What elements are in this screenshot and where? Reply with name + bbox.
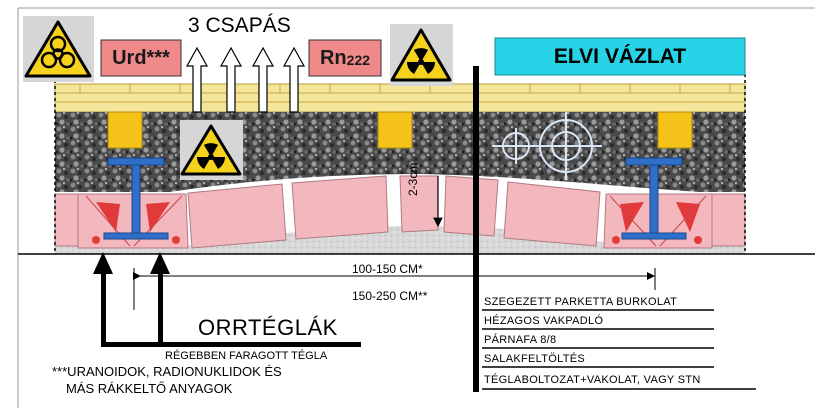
rn-label-num: 222 — [346, 52, 371, 68]
top-center-label: 3 CSAPÁS — [188, 14, 291, 37]
rn-box — [308, 39, 382, 77]
rn-label-main: Rn — [319, 46, 347, 69]
footnote-line2: MÁS RÁKKELTŐ ANYAGOK — [66, 381, 233, 396]
orrteglak-label: ORRTÉGLÁK — [198, 315, 338, 340]
steel-i-beam-right — [621, 157, 687, 240]
up-arrow-icon — [282, 46, 306, 113]
dimension-outer-label: 150-250 CM** — [352, 289, 428, 303]
urd-label: Urd*** — [112, 46, 170, 69]
pointer-arrow — [93, 252, 361, 347]
crosshair-icon — [492, 112, 602, 180]
radiation-icon — [180, 120, 243, 180]
gap-label: 2-3cm — [406, 162, 420, 196]
up-arrow-icon — [251, 46, 275, 113]
layer-label-vault: TÉGLABOLTOZAT+VAKOLAT, VAGY STN — [484, 373, 701, 386]
up-arrow-icon — [219, 46, 243, 113]
elvi-vazlat-box — [494, 37, 746, 76]
biohazard-icon — [23, 16, 94, 82]
sleeper-block — [377, 111, 413, 149]
up-arrow-icon — [185, 46, 209, 113]
urd-box — [100, 39, 182, 77]
layer-legend-lines — [482, 309, 756, 390]
dimension-inner-label: 100-150 CM* — [352, 262, 423, 276]
sleeper-block — [107, 111, 143, 149]
footnote-line1: ***URANOIDOK, RADIONUKLIDOK ÉS — [52, 364, 282, 379]
layer-label-sleeper: PÁRNAFA 8/8 — [484, 333, 557, 346]
sleeper-block — [657, 111, 693, 149]
radiation-icon — [390, 24, 453, 86]
regebben-label: RÉGEBBEN FARAGOTT TÉGLA — [165, 350, 328, 362]
steel-i-beam-left — [103, 157, 169, 240]
layer-label-subfloor: HÉZAGOS VAKPADLÓ — [484, 314, 604, 327]
layer-label-slag: SALAKFELTÖLTÉS — [484, 352, 585, 365]
nose-brick-detail-right — [609, 195, 707, 247]
parquet-joints — [55, 84, 745, 103]
plaster-layer — [55, 226, 745, 254]
elvi-vazlat-label: ELVI VÁZLAT — [553, 44, 687, 68]
parquet-layer — [54, 83, 746, 113]
layer-label-parquet: SZEGEZETT PARKETTA BURKOLAT — [484, 295, 678, 308]
vault-bricks — [54, 175, 746, 249]
